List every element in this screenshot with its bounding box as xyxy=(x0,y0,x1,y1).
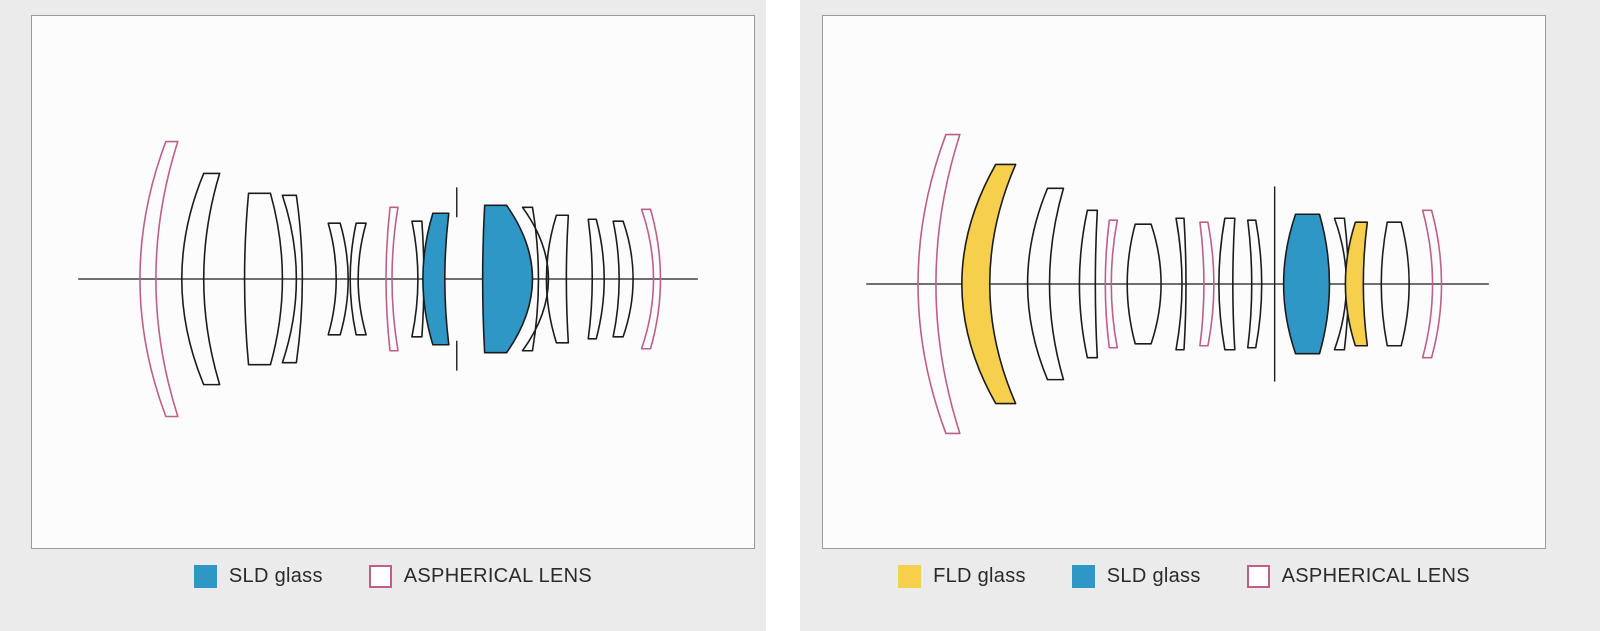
legend-item: SLD glass xyxy=(1071,565,1201,588)
lens-element xyxy=(1333,217,1350,351)
aspherical-lens-element xyxy=(917,133,961,435)
lens-diagram-box-left xyxy=(31,15,755,549)
aspherical-lens-element xyxy=(385,206,399,352)
aspherical-lens-element xyxy=(139,140,179,418)
legend-item: FLD glass xyxy=(898,565,1026,588)
aspherical-lens-swatch xyxy=(368,565,392,588)
legend-label: SLD glass xyxy=(228,565,323,587)
lens-element xyxy=(1175,217,1187,351)
lens-element xyxy=(181,172,221,386)
lens-element xyxy=(1078,209,1099,359)
lens-element xyxy=(587,218,606,340)
aspherical-lens-element xyxy=(640,208,662,350)
lens-element xyxy=(327,222,349,336)
lens-element xyxy=(545,214,570,344)
sld-glass-element xyxy=(422,212,450,346)
lens-element xyxy=(1246,219,1263,349)
lens-element xyxy=(349,222,367,336)
lens-element xyxy=(1026,187,1065,381)
sld-glass-element xyxy=(1282,213,1331,355)
panel-divider xyxy=(766,0,800,631)
aspherical-lens-element xyxy=(1104,219,1119,349)
lens-element xyxy=(281,194,304,364)
lens-element xyxy=(1126,223,1162,345)
legend-item: ASPHERICAL LENS xyxy=(1246,565,1470,588)
lens-element xyxy=(243,192,284,366)
legend-label: FLD glass xyxy=(933,565,1026,587)
lens-construction-diagram-left xyxy=(78,140,698,418)
lens-diagram-panel-right: FLD glass SLD glass ASPHERICAL LENS xyxy=(800,0,1600,631)
lens-element xyxy=(411,220,425,338)
sld-glass-swatch xyxy=(193,565,217,588)
legend-right: FLD glass SLD glass ASPHERICAL LENS xyxy=(822,565,1546,588)
fld-glass-element xyxy=(1344,221,1369,347)
lens-construction-diagram-right xyxy=(866,133,1489,435)
legend-label: ASPHERICAL LENS xyxy=(1281,565,1470,587)
legend-item: ASPHERICAL LENS xyxy=(368,565,593,588)
fld-glass-element xyxy=(961,163,1017,405)
legend-label: ASPHERICAL LENS xyxy=(403,565,593,587)
lens-element xyxy=(612,220,634,338)
legend-item: SLD glass xyxy=(193,565,323,588)
fld-glass-swatch xyxy=(898,565,922,588)
lens-diagram-box-right xyxy=(822,15,1546,549)
legend-left: SLD glass ASPHERICAL LENS xyxy=(31,565,755,588)
aspherical-lens-swatch xyxy=(1246,565,1270,588)
sld-glass-element xyxy=(481,204,534,354)
sld-glass-swatch xyxy=(1071,565,1095,588)
lens-diagram-panel-left: SLD glass ASPHERICAL LENS xyxy=(0,0,766,631)
aspherical-lens-element xyxy=(1421,209,1443,359)
lens-element xyxy=(1380,221,1410,347)
aspherical-lens-element xyxy=(1199,221,1215,347)
lens-element xyxy=(521,206,550,352)
legend-label: SLD glass xyxy=(1106,565,1201,587)
lens-element xyxy=(1218,217,1236,351)
